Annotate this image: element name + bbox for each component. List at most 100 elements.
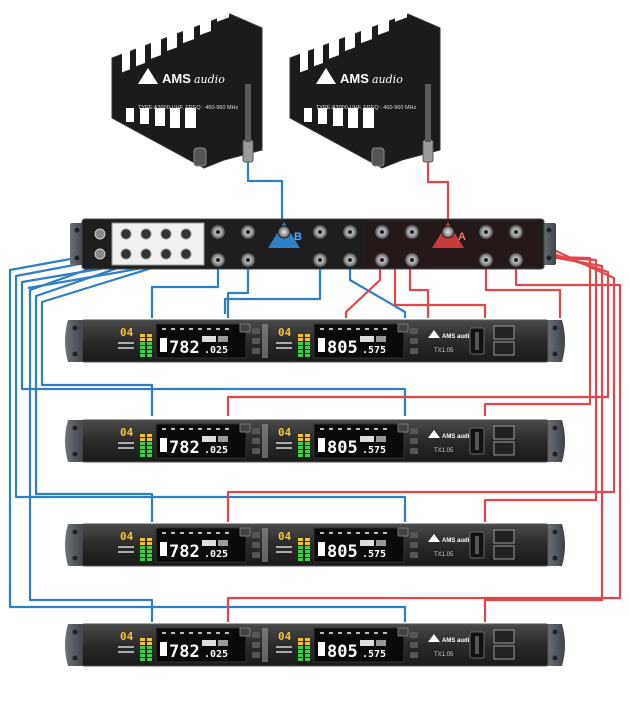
antenna-feed [425,84,431,142]
level-meter-segment [147,442,152,445]
network-port [493,441,515,456]
frequency-main: 805 [327,542,358,562]
ams-logo-icon [316,68,336,84]
frequency-main: 805 [327,642,358,662]
receiver-model: TX1.05 [434,652,454,658]
menu-button[interactable] [252,632,260,638]
level-meter-segment [305,354,310,357]
blue-cable [150,260,220,318]
network-port [493,629,515,644]
receiver-rack-ear-left [65,524,84,566]
battery-icon [160,642,167,656]
receiver-model: TX1.05 [434,448,454,454]
level-meter-segment [305,550,310,553]
menu-button[interactable] [410,632,418,638]
receiver-rack-ear-left [65,624,84,666]
receiver-brand: AMS audio [442,334,473,340]
menu-button[interactable] [410,532,418,538]
level-meter-segment [305,546,310,549]
menu-button[interactable] [410,428,418,434]
antenna-element [314,38,323,67]
menu-button[interactable] [252,532,260,538]
antenna-element [151,27,161,59]
level-meter-segment [298,342,303,345]
frequency-main: 782 [169,338,200,358]
level-meter-segment [140,550,145,553]
level-meter-segment [147,538,152,541]
antenna-element [345,15,355,51]
down-button[interactable] [252,652,260,658]
antenna-connector [422,139,434,163]
level-meter-segment [140,342,145,345]
level-meter-segment [305,650,310,653]
frequency-main: 782 [169,438,200,458]
receiver-brand: AMS audio [442,434,473,440]
antenna-brand: AMS [340,71,369,86]
level-meter-segment [298,454,303,457]
frequency-decimal: .025 [204,445,228,456]
down-button[interactable] [252,448,260,454]
level-meter-segment [147,654,152,657]
up-button[interactable] [410,338,418,344]
level-meter-segment [147,350,152,353]
down-button[interactable] [410,652,418,658]
level-meter-segment [305,434,310,437]
level-meter-segment [140,334,145,337]
level-meter-segment [140,446,145,449]
level-meter-segment [305,558,310,561]
level-meter-segment [147,342,152,345]
ams-logo-icon [428,534,440,542]
level-meter-segment [305,642,310,645]
up-button[interactable] [252,642,260,648]
distributor-label-a: A [458,231,466,243]
frequency-decimal: .575 [362,649,386,660]
level-meter-segment [147,558,152,561]
down-button[interactable] [410,552,418,558]
receiver-rack-ear-right [546,420,565,462]
level-meter-segment [305,638,310,641]
level-meter-segment [140,538,145,541]
antenna-brand-script: audio [194,73,225,86]
network-port [493,645,515,660]
level-meter-segment [298,538,303,541]
level-meter-segment [298,338,303,341]
level-meter-segment [298,446,303,449]
level-meter-segment [298,558,303,561]
channel-number: 04 [278,530,292,543]
down-button[interactable] [410,448,418,454]
down-button[interactable] [410,348,418,354]
down-button[interactable] [252,348,260,354]
level-meter-segment [305,338,310,341]
up-button[interactable] [410,642,418,648]
level-meter-segment [140,350,145,353]
up-button[interactable] [252,338,260,344]
receiver-brand: AMS audio [442,538,473,544]
menu-button[interactable] [410,328,418,334]
distributor-io-port [160,248,172,260]
distributor-io-port [180,248,192,260]
blue-cable [348,260,407,318]
up-button[interactable] [410,438,418,444]
level-meter-segment [298,434,303,437]
up-button[interactable] [252,542,260,548]
menu-button[interactable] [252,428,260,434]
level-meter-segment [305,450,310,453]
level-meter-segment [147,434,152,437]
up-button[interactable] [410,542,418,548]
level-meter-segment [305,542,310,545]
menu-button[interactable] [252,328,260,334]
antenna-spec: TYPE:A3000-UHF, FREQ : 460-960 MHz [316,105,417,111]
antenna-mount-knob [371,147,385,167]
level-meter-segment [298,638,303,641]
down-button[interactable] [252,552,260,558]
up-button[interactable] [252,438,260,444]
level-meter-segment [305,654,310,657]
receiver-rack-ear-left [65,420,84,462]
channel-number: 04 [120,630,134,643]
receiver-rack-ear-right [546,524,565,566]
